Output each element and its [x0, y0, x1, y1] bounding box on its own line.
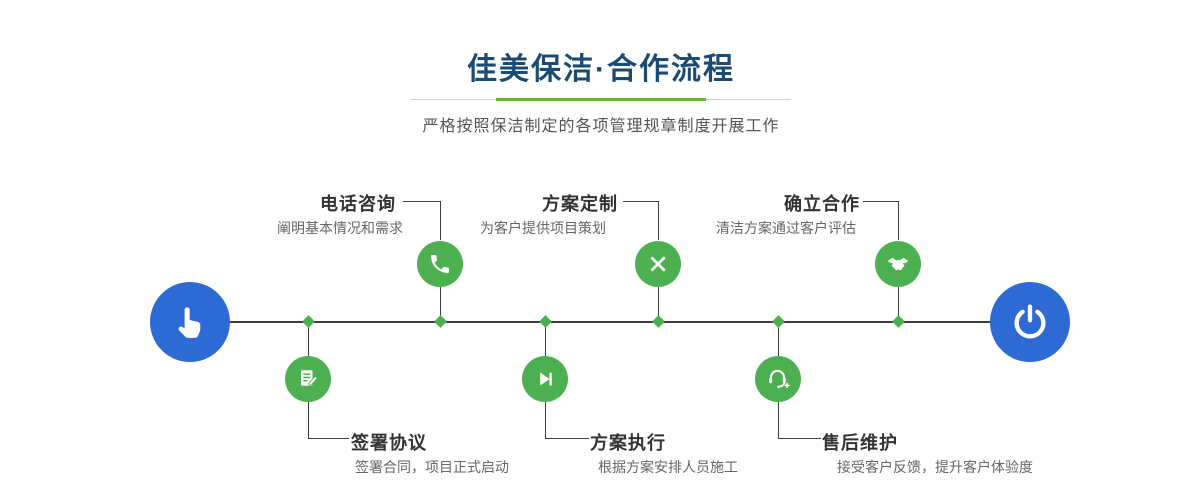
phone-icon — [431, 255, 449, 273]
timeline-diamond — [651, 315, 665, 328]
timeline-diamond — [891, 315, 905, 328]
page-title: 佳美保洁·合作流程 — [467, 53, 735, 86]
step-desc: 根据方案安排人员施工 — [598, 459, 738, 475]
page-subtitle: 严格按照保洁制定的各项管理规章制度开展工作 — [422, 118, 780, 135]
connector-elbow — [778, 402, 821, 439]
step-title: 方案定制 — [542, 194, 618, 214]
divider-gray-left — [411, 99, 496, 100]
timeline-diamond — [301, 315, 315, 328]
step-title: 方案执行 — [590, 433, 666, 453]
connector-elbow — [863, 201, 899, 240]
timeline-start-node — [150, 282, 230, 362]
pencil-ruler-icon — [650, 256, 666, 272]
timeline-diamond — [538, 315, 552, 328]
handshake-icon — [887, 257, 909, 271]
step-title: 签署协议 — [351, 433, 427, 453]
play-icon — [540, 372, 552, 386]
connector-vertical — [308, 323, 309, 356]
step-circle — [755, 356, 801, 402]
pointing-hand-icon — [178, 307, 201, 338]
headset-icon — [769, 369, 790, 389]
connector-vertical — [778, 323, 779, 356]
connector-elbow — [308, 402, 349, 439]
step-circle — [285, 356, 331, 402]
step-circle — [522, 356, 568, 402]
step-desc: 签署合同，项目正式启动 — [355, 459, 509, 475]
power-icon — [1014, 304, 1046, 339]
connector-vertical — [658, 287, 659, 321]
connector-elbow — [545, 402, 589, 439]
connector-vertical — [545, 323, 546, 356]
step-desc: 为客户提供项目策划 — [480, 220, 606, 236]
divider-green-center — [496, 98, 706, 101]
timeline-end-node — [990, 282, 1070, 362]
timeline-diamond — [433, 315, 447, 328]
step-desc: 接受客户反馈，提升客户体验度 — [837, 459, 1033, 475]
step-desc: 清洁方案通过客户评估 — [716, 220, 856, 236]
step-title: 售后维护 — [822, 433, 898, 453]
timeline-diamond — [771, 315, 785, 328]
connector-elbow — [623, 201, 659, 240]
contract-icon — [301, 370, 318, 387]
step-desc: 阐明基本情况和需求 — [277, 220, 403, 236]
step-title: 电话咨询 — [320, 194, 396, 214]
step-circle — [875, 241, 921, 287]
step-circle — [417, 241, 463, 287]
connector-vertical — [440, 287, 441, 321]
divider-gray-right — [706, 99, 791, 100]
connector-vertical — [898, 287, 899, 321]
step-title: 确立合作 — [784, 194, 860, 214]
title-divider — [411, 98, 791, 101]
step-circle — [635, 241, 681, 287]
timeline-line — [190, 321, 1030, 323]
connector-elbow — [403, 201, 441, 240]
